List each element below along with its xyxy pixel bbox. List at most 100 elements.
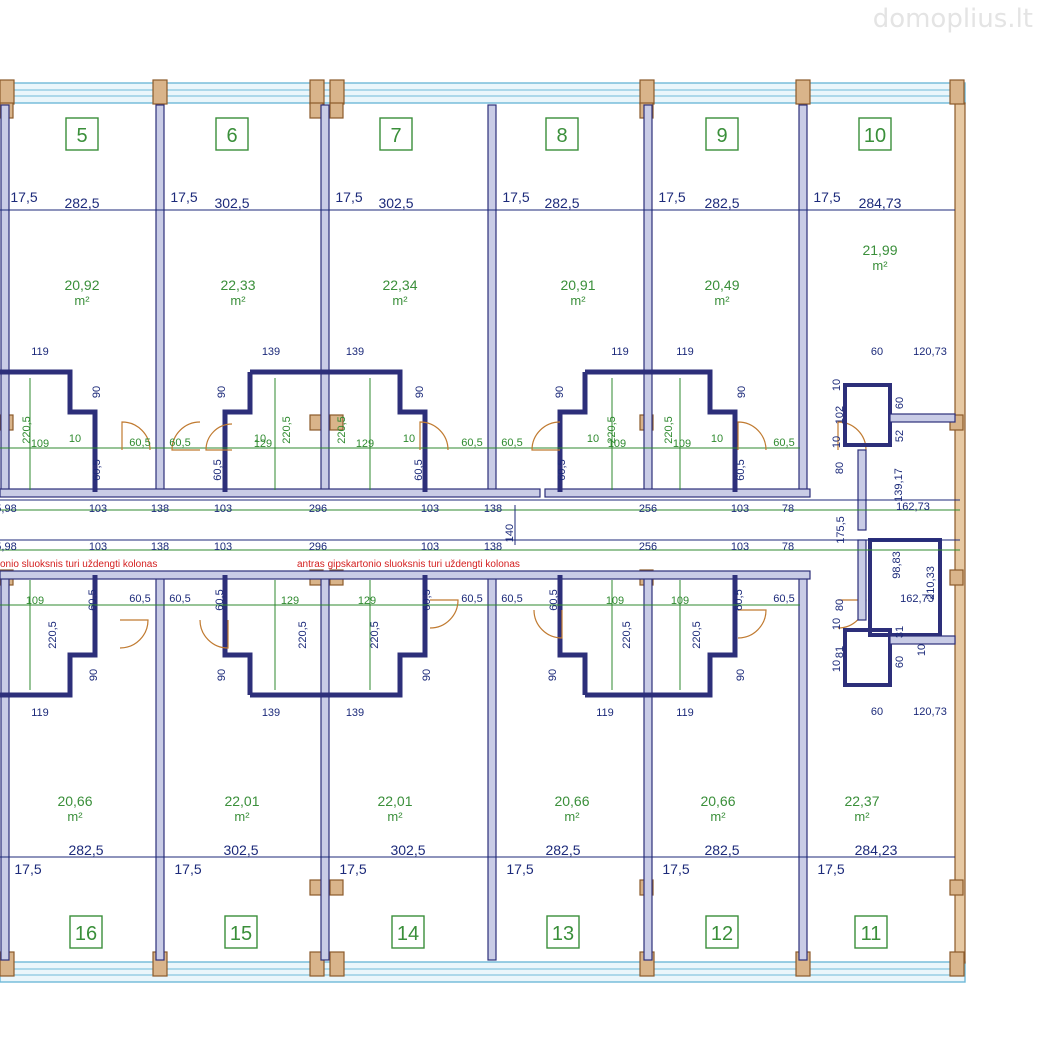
room-area: 22,33	[220, 277, 255, 293]
bath-dim-label: 109	[608, 438, 626, 450]
column	[309, 79, 325, 105]
corridor-dimension: 296	[309, 503, 327, 515]
bath-dim-label: 129	[281, 595, 299, 607]
door-dim-label: 60,5	[129, 437, 150, 449]
room-width-label: 284,23	[855, 842, 898, 858]
service-wall	[857, 539, 867, 621]
room-area-unit: m²	[234, 809, 250, 824]
room-number: 15	[230, 923, 252, 945]
bath-dim-label: 119	[596, 707, 614, 719]
partition-wall-top	[155, 104, 165, 496]
room-area: 20,92	[64, 277, 99, 293]
door-dim-label: 60,5	[773, 593, 794, 605]
room-area-unit: m²	[392, 293, 408, 308]
bathroom-wall	[557, 372, 588, 492]
corridor-dimension: 103	[214, 541, 232, 553]
corridor-dimension: 78	[782, 503, 794, 515]
bath-dim-label: 119	[31, 707, 49, 719]
service-dim-label: 102	[834, 406, 846, 424]
bath-dim-label: 220,5	[621, 621, 633, 649]
corridor-dimension: 138	[484, 541, 502, 553]
service-wall	[857, 449, 867, 531]
bath-dim-label: 119	[611, 346, 629, 358]
wall-thickness-label: 17,5	[506, 861, 533, 877]
room-area: 20,66	[57, 793, 92, 809]
column	[949, 951, 965, 977]
room-width-label: 302,5	[214, 195, 249, 211]
room-area-unit: m²	[564, 809, 580, 824]
room-number: 13	[552, 923, 574, 945]
room-width-label: 302,5	[378, 195, 413, 211]
room-number-box	[65, 117, 99, 151]
room-width-label: 284,73	[859, 195, 902, 211]
door-dim-label: 60,5	[501, 437, 522, 449]
partition-wall-top	[487, 104, 497, 496]
room-number: 5	[76, 125, 87, 147]
room-area: 20,91	[560, 277, 595, 293]
bathroom-wall	[250, 369, 428, 492]
bath-dim-label: 60,5	[556, 459, 568, 480]
bathroom-wall	[585, 369, 738, 492]
bath-dim-label: 90	[547, 669, 559, 681]
corridor-wall-top	[0, 488, 541, 498]
door-dim-label: 60,5	[461, 437, 482, 449]
room-width-label: 282,5	[68, 842, 103, 858]
room-number: 14	[397, 923, 419, 945]
service-dim-label: 120,73	[913, 706, 947, 718]
wall-thickness-label: 17,5	[658, 189, 685, 205]
bath-dim-label: 109	[673, 438, 691, 450]
wall-thickness-label: 17,5	[502, 189, 529, 205]
room-width-label: 282,5	[545, 842, 580, 858]
partition-wall-top	[0, 104, 10, 496]
room-number-box	[224, 915, 258, 949]
corridor-dimension: 138	[151, 503, 169, 515]
room-width-label: 282,5	[704, 195, 739, 211]
column	[795, 79, 811, 105]
service-dim-label: 10	[831, 436, 843, 448]
door-swing	[429, 599, 459, 629]
bathroom-wall	[0, 369, 98, 492]
bath-dim-label: 220,5	[297, 621, 309, 649]
service-dim-label: 31	[894, 626, 906, 638]
room-area: 22,01	[377, 793, 412, 809]
door-swing	[121, 421, 151, 451]
bath-dim-label: 119	[31, 346, 49, 358]
room-width-label: 302,5	[390, 842, 425, 858]
room-number-box	[69, 915, 103, 949]
bath-dim-label: 119	[676, 707, 694, 719]
corridor-dimension: 5,98	[0, 503, 17, 515]
bath-dim-label: 220,5	[47, 621, 59, 649]
column	[0, 79, 15, 105]
service-dim-label: 10	[831, 660, 843, 672]
bath-dim-label: 60,5	[548, 589, 560, 610]
bath-dim-label: 139	[346, 707, 364, 719]
bath-dim-label: 10	[69, 433, 81, 445]
bath-dim-label: 90	[88, 669, 100, 681]
corridor-wall-top	[544, 488, 811, 498]
room-number: 9	[716, 125, 727, 147]
bath-dim-label: 10	[587, 433, 599, 445]
room-width-label: 282,5	[704, 842, 739, 858]
room-number: 7	[390, 125, 401, 147]
watermark-logo: domoplius.lt	[872, 4, 1033, 34]
bath-dim-label: 90	[736, 386, 748, 398]
corridor-dimension: 103	[731, 541, 749, 553]
room-area: 20,66	[700, 793, 735, 809]
room-width-label: 282,5	[544, 195, 579, 211]
bath-dim-label: 220,5	[281, 416, 293, 444]
room-number: 12	[711, 923, 733, 945]
service-dim-label: 120,73	[913, 346, 947, 358]
column	[152, 79, 168, 105]
room-number-box	[705, 915, 739, 949]
room-number-box	[546, 915, 580, 949]
room-area-unit: m²	[74, 293, 90, 308]
wall-thickness-label: 17,5	[170, 189, 197, 205]
room-area: 20,66	[554, 793, 589, 809]
room-area: 22,37	[844, 793, 879, 809]
room-number-box	[215, 117, 249, 151]
bathroom-wall	[222, 575, 253, 695]
room-number-box	[545, 117, 579, 151]
door-swing	[199, 619, 229, 649]
